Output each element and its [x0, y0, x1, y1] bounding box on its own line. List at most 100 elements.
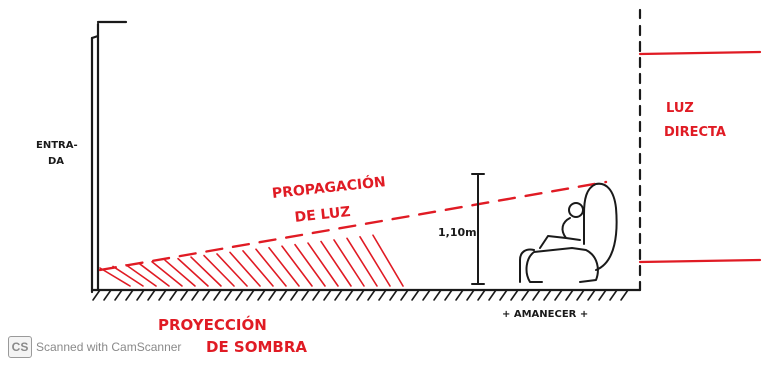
- shadow-hatch-stroke: [307, 242, 339, 287]
- entrada-label-line1: ENTRA-: [36, 140, 78, 151]
- floor-hatch-stroke: [92, 289, 101, 301]
- floor-hatch-stroke: [125, 289, 134, 301]
- floor-hatch-stroke: [565, 289, 574, 301]
- height-label: 1,10m: [438, 226, 477, 239]
- propagacion-label-line1: PROPAGACIÓN: [271, 172, 386, 202]
- shadow-hatch-stroke: [294, 243, 326, 287]
- floor-hatch-stroke: [180, 289, 189, 301]
- floor-hatching: [92, 289, 629, 301]
- shadow-hatch-stroke: [281, 245, 313, 287]
- shadow-hatch-stroke: [138, 262, 170, 287]
- height-dimension: [471, 173, 485, 285]
- entrada-label-line2: DA: [48, 156, 64, 167]
- floor-hatch-stroke: [158, 289, 167, 301]
- shadow-hatch-stroke: [320, 240, 352, 287]
- light-ray-top: [638, 50, 762, 56]
- direct-light-rays: [638, 50, 762, 264]
- floor-hatch-stroke: [136, 289, 145, 301]
- amanecer-label: + AMANECER +: [502, 309, 588, 320]
- floor-hatch-stroke: [202, 289, 211, 301]
- shadow-hatch-stroke: [229, 251, 261, 287]
- floor-hatch-stroke: [499, 289, 508, 301]
- chair-back: [583, 182, 618, 271]
- floor-hatch-stroke: [103, 289, 112, 301]
- floor-hatch-stroke: [400, 289, 409, 301]
- floor-hatch-stroke: [268, 289, 277, 301]
- floor-hatch-stroke: [532, 289, 541, 301]
- shadow-hatch-stroke: [151, 260, 183, 287]
- shadow-hatch-stroke: [255, 248, 287, 287]
- floor-hatch-stroke: [345, 289, 354, 301]
- floor-hatch-stroke: [114, 289, 123, 301]
- proyeccion-label-line2: DE SOMBRA: [206, 338, 307, 356]
- camscanner-text: Scanned with CamScanner: [36, 340, 182, 354]
- chair-front-leg: [519, 248, 535, 283]
- person-arm: [539, 235, 567, 249]
- floor-hatch-stroke: [389, 289, 398, 301]
- armchair-with-person-icon: [519, 182, 618, 283]
- shadow-hatch-stroke: [346, 237, 378, 287]
- floor-hatch-stroke: [257, 289, 266, 301]
- floor-hatch-stroke: [620, 289, 629, 301]
- floor-hatch-stroke: [235, 289, 244, 301]
- floor-hatch-stroke: [147, 289, 156, 301]
- floor-hatch-stroke: [191, 289, 200, 301]
- propagacion-label: PROPAGACIÓN DE LUZ: [271, 172, 386, 226]
- floor-hatch-stroke: [224, 289, 233, 301]
- shadow-hatch-stroke: [190, 256, 222, 287]
- left-wall: [90, 20, 128, 294]
- shadow-hatch-stroke: [333, 239, 365, 287]
- proyeccion-label-line1: PROYECCIÓN: [158, 315, 267, 334]
- floor-hatch-stroke: [609, 289, 618, 301]
- floor-hatch-stroke: [477, 289, 486, 301]
- shadow-hatch-stroke: [359, 236, 391, 287]
- light-propagation-line: [98, 180, 608, 272]
- floor-hatch-stroke: [543, 289, 552, 301]
- light-ray-bottom: [638, 258, 762, 264]
- floor-hatch-stroke: [488, 289, 497, 301]
- floor-hatch-stroke: [169, 289, 178, 301]
- luz-directa-label-line1: LUZ: [666, 101, 694, 116]
- propagacion-label-line2: DE LUZ: [294, 204, 351, 226]
- shadow-hatch-stroke: [268, 246, 300, 287]
- shadow-hatch-stroke: [112, 265, 144, 287]
- floor-hatch-stroke: [356, 289, 365, 301]
- floor-hatch-stroke: [279, 289, 288, 301]
- camscanner-watermark: CS Scanned with CamScanner: [8, 334, 181, 360]
- shadow-hatch-stroke: [125, 264, 157, 287]
- shadow-hatch-stroke: [99, 267, 131, 287]
- floor: [90, 288, 642, 301]
- floor-hatch-stroke: [598, 289, 607, 301]
- floor-hatch-stroke: [301, 289, 310, 301]
- floor-hatch-stroke: [290, 289, 299, 301]
- person-torso: [561, 217, 581, 241]
- person-head: [568, 202, 584, 218]
- luz-directa-label-line2: DIRECTA: [664, 125, 726, 140]
- floor-hatch-stroke: [466, 289, 475, 301]
- floor-hatch-stroke: [576, 289, 585, 301]
- floor-hatch-stroke: [455, 289, 464, 301]
- floor-hatch-stroke: [411, 289, 420, 301]
- floor-hatch-stroke: [444, 289, 453, 301]
- shadow-hatch-stroke: [177, 257, 209, 287]
- floor-hatch-stroke: [554, 289, 563, 301]
- floor-hatch-stroke: [323, 289, 332, 301]
- floor-hatch-stroke: [246, 289, 255, 301]
- floor-hatch-stroke: [510, 289, 519, 301]
- floor-hatch-stroke: [422, 289, 431, 301]
- chair-seat: [525, 247, 599, 283]
- camscanner-logo: CS: [8, 336, 32, 358]
- left-wall-cap: [90, 34, 100, 40]
- floor-hatch-stroke: [334, 289, 343, 301]
- shadow-projection-hatching: [99, 234, 404, 287]
- floor-hatch-stroke: [312, 289, 321, 301]
- shadow-hatch-stroke: [216, 253, 248, 287]
- floor-hatch-stroke: [213, 289, 222, 301]
- floor-hatch-stroke: [433, 289, 442, 301]
- floor-hatch-stroke: [378, 289, 387, 301]
- floor-hatch-stroke: [521, 289, 530, 301]
- shadow-hatch-stroke: [372, 234, 404, 287]
- shadow-hatch-stroke: [203, 254, 235, 287]
- floor-hatch-stroke: [367, 289, 376, 301]
